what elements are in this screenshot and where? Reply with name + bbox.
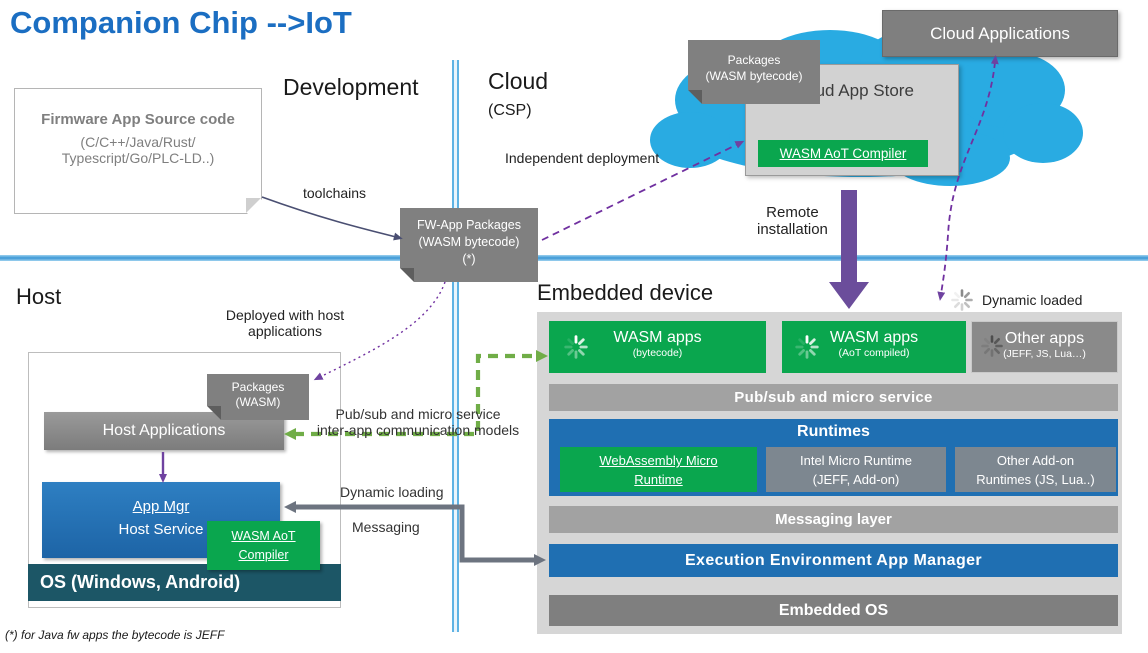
app-mgr-label: App Mgr [132, 498, 190, 515]
runtime-intel-box: Intel Micro Runtime (JEFF, Add-on) [766, 447, 946, 492]
other-apps-title: Other apps [1004, 330, 1085, 347]
runtime-other-line1: Other Add-on [996, 453, 1075, 468]
packages-wasm-line1: Packages [231, 380, 285, 394]
host-os-bar: OS (Windows, Android) [28, 564, 341, 601]
remote-installation-line1: Remote [766, 204, 819, 221]
runtime-wamr-line2: Runtime [634, 471, 683, 487]
wasm-apps-bytecode-sub: (bytecode) [632, 347, 683, 359]
deployed-line2: applications [248, 323, 322, 339]
cloud-wasm-aot-compiler: WASM AoT Compiler [758, 140, 928, 167]
toolchains-arrow [261, 196, 403, 241]
fw-app-packages-line2: (WASM bytecode) [418, 235, 520, 249]
vertical-divider [452, 60, 459, 632]
firmware-source-box: Firmware App Source code (C/C++/Java/Rus… [14, 88, 262, 214]
execution-env-bar: Execution Environment App Manager [549, 544, 1118, 577]
wasm-apps-aot-title: WASM apps [829, 329, 919, 346]
runtime-intel-line1: Intel Micro Runtime [800, 453, 912, 468]
cloud-applications-label: Cloud Applications [930, 23, 1070, 43]
loading-spinner-icon [563, 334, 589, 360]
runtime-wamr-line1: WebAssembly Micro [599, 453, 718, 468]
other-apps-box: Other apps (JEFF, JS, Lua…) [971, 321, 1118, 373]
embedded-os-bar: Embedded OS [549, 595, 1118, 626]
wasm-apps-aot-box: WASM apps (AoT compiled) [782, 321, 966, 373]
runtimes-title: Runtimes [797, 423, 870, 440]
packages-wasm-bytecode-badge: Packages (WASM bytecode) [688, 40, 820, 104]
toolchains-label: toolchains [303, 185, 367, 201]
packages-wasm-bytecode-line1: Packages [727, 53, 781, 67]
section-cloud-csp: (CSP) [488, 102, 532, 119]
runtime-other-line2: Runtimes (JS, Lua..) [976, 471, 1095, 487]
packages-wasm-bytecode-line2: (WASM bytecode) [705, 69, 803, 83]
host-wasm-aot-compiler-box: WASM AoT Compiler [207, 521, 320, 570]
section-development: Development [283, 74, 419, 100]
dynamic-loading-label: Dynamic loading [340, 484, 444, 500]
firmware-source-line3: Typescript/Go/PLC-LD..) [61, 150, 215, 166]
remote-installation-label: Remote installation [757, 204, 828, 238]
footnote: (*) for Java fw apps the bytecode is JEF… [5, 628, 225, 642]
host-wasm-aot-line1: WASM AoT [231, 529, 296, 543]
pubsub-models-line1: Pub/sub and micro service [335, 406, 501, 422]
host-wasm-aot-line2: Compiler [238, 547, 289, 562]
runtime-wamr-box: WebAssembly Micro Runtime [560, 447, 757, 492]
independent-deployment-label: Independent deployment [505, 150, 660, 166]
remote-installation-arrow [829, 190, 869, 309]
loading-spinner-icon [794, 334, 820, 360]
deployed-line1: Deployed with host [225, 307, 345, 323]
packages-wasm-line2: (WASM) [235, 395, 281, 409]
host-service-label: Host Service [118, 520, 204, 538]
fw-app-packages-line3: (*) [462, 252, 476, 266]
pubsub-service-bar: Pub/sub and micro service [549, 384, 1118, 411]
pubsub-models-line2: inter-app communication models [316, 422, 520, 438]
messaging-label: Messaging [352, 519, 420, 535]
host-applications-label: Host Applications [102, 422, 226, 439]
firmware-source-line2: (C/C++/Java/Rust/ [80, 134, 196, 150]
page-title: Companion Chip -->IoT [10, 5, 352, 40]
remote-installation-line2: installation [757, 221, 828, 238]
dynamic-loaded-spinner-icon [950, 288, 974, 312]
deployed-with-host-label: Deployed with host applications [195, 307, 375, 339]
firmware-source-title: Firmware App Source code [41, 111, 235, 128]
wasm-apps-bytecode-box: WASM apps (bytecode) [549, 321, 766, 373]
cloud-applications-box: Cloud Applications [882, 10, 1118, 57]
section-embedded-device: Embedded device [537, 280, 714, 305]
runtime-other-box: Other Add-on Runtimes (JS, Lua..) [955, 447, 1116, 492]
horizontal-divider [0, 255, 1148, 261]
section-host: Host [16, 284, 62, 309]
runtime-intel-line2: (JEFF, Add-on) [812, 471, 900, 487]
section-cloud: Cloud [488, 68, 549, 94]
wasm-apps-aot-sub: (AoT compiled) [838, 347, 910, 359]
fw-app-packages-badge: FW-App Packages (WASM bytecode) (*) [400, 208, 538, 282]
loading-spinner-icon [980, 334, 1004, 358]
packages-wasm-badge: Packages (WASM) [207, 374, 309, 420]
wasm-apps-bytecode-title: WASM apps [613, 329, 702, 346]
dynamic-loaded-label: Dynamic loaded [982, 292, 1083, 308]
fw-app-packages-line1: FW-App Packages [417, 218, 521, 232]
other-apps-sub: (JEFF, JS, Lua…) [1003, 348, 1086, 360]
messaging-layer-bar: Messaging layer [549, 506, 1118, 533]
pubsub-models-label: Pub/sub and micro service inter-app comm… [297, 406, 539, 438]
